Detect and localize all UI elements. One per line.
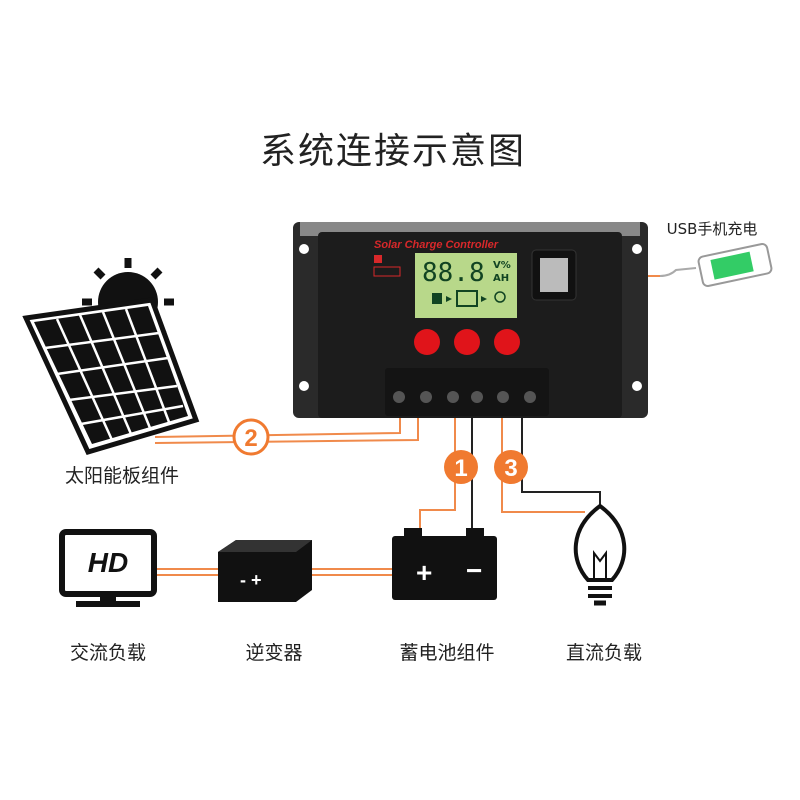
lcd-flow-icons bbox=[432, 290, 506, 307]
battery-icon: + − bbox=[392, 528, 497, 600]
controller-brand-text: Solar Charge Controller bbox=[374, 239, 499, 251]
inverter-label: 逆变器 bbox=[245, 642, 303, 664]
lcd-unit-top: V% bbox=[493, 260, 511, 271]
battery-label: 蓄电池组件 bbox=[399, 642, 495, 664]
phone-icon bbox=[659, 242, 773, 288]
light-bulb-icon bbox=[573, 503, 627, 606]
tv-icon: HD bbox=[59, 529, 157, 607]
step-2: 2 bbox=[232, 418, 270, 456]
lcd-digits: 88.8 bbox=[422, 258, 485, 288]
solar-panel-label: 太阳能板组件 bbox=[64, 465, 180, 487]
step-3: 3 bbox=[494, 450, 528, 484]
terminal-block bbox=[385, 368, 549, 416]
svg-text:+: + bbox=[416, 557, 432, 588]
page-title: 系统连接示意图 bbox=[259, 131, 527, 172]
lcd-screen bbox=[415, 253, 517, 318]
button-1[interactable] bbox=[414, 329, 440, 355]
svg-text:3: 3 bbox=[504, 455, 517, 482]
inverter-icon: - + bbox=[218, 540, 312, 602]
svg-text:1: 1 bbox=[454, 455, 467, 482]
dc-load-label: 直流负载 bbox=[565, 642, 643, 664]
svg-text:2: 2 bbox=[244, 425, 257, 452]
ac-load-label: 交流负载 bbox=[69, 642, 147, 664]
step-1: 1 bbox=[444, 450, 478, 484]
svg-text:- +: - + bbox=[240, 570, 262, 590]
solar-charge-controller: Solar Charge Controller 88.8 V% AH bbox=[293, 222, 648, 418]
solar-panel-icon bbox=[22, 297, 200, 456]
usb-charging-label: USB手机充电 bbox=[666, 220, 758, 238]
svg-text:−: − bbox=[466, 555, 482, 586]
button-3[interactable] bbox=[494, 329, 520, 355]
tv-hd-text: HD bbox=[88, 547, 128, 578]
lcd-unit-bottom: AH bbox=[493, 273, 509, 284]
button-2[interactable] bbox=[454, 329, 480, 355]
